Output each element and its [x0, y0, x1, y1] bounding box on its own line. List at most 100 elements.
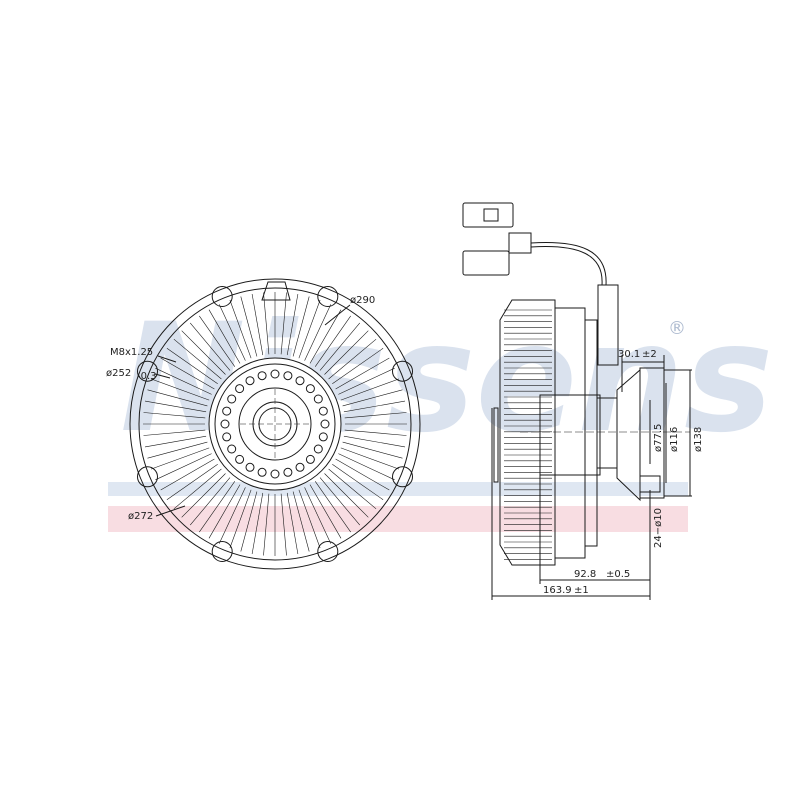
fin-line — [292, 491, 310, 552]
inner-rim — [138, 287, 412, 561]
bolt-hole — [245, 462, 255, 472]
fin-line — [340, 378, 400, 401]
body-middle — [539, 394, 601, 476]
connector-top-pins — [483, 208, 499, 222]
fin-line — [344, 429, 407, 436]
fin-line — [199, 315, 236, 367]
bolt-hole — [295, 376, 305, 386]
dim-hub-length: 92.8 — [574, 569, 596, 580]
fin-line — [335, 357, 390, 390]
fin-line — [292, 296, 310, 357]
fin-line — [309, 484, 342, 539]
fin-line — [328, 338, 377, 380]
shroud-lobe — [392, 360, 413, 382]
bolt-hole — [295, 462, 305, 472]
fin-line — [309, 309, 342, 364]
dim-inner-diameter: ø272 — [128, 511, 153, 522]
fin-line — [335, 458, 390, 491]
cable-inner — [530, 246, 603, 286]
bolt-hole — [220, 419, 230, 429]
fin-line — [342, 441, 403, 459]
shroud-lobe — [317, 541, 339, 562]
bolt-hole — [222, 432, 232, 442]
bolt-hole — [257, 467, 267, 477]
fin-line — [324, 473, 369, 518]
fin-line — [286, 492, 299, 555]
fin-line — [251, 492, 264, 555]
fin-line — [304, 487, 332, 544]
bolt-hole — [283, 467, 293, 477]
fin-line — [181, 473, 226, 518]
fin-line — [314, 315, 351, 367]
fin-line — [251, 293, 264, 356]
fin-line — [328, 468, 377, 510]
bolt-hole — [283, 371, 293, 381]
bolt-hole — [270, 369, 280, 379]
shroud-lobe — [137, 360, 158, 382]
fin-line — [263, 292, 270, 355]
dim-flange-diameter: ø138 — [693, 427, 704, 452]
fin-line — [150, 447, 210, 470]
dim-mount-holes: 24−ø10 — [653, 508, 664, 548]
fin-line — [218, 487, 246, 544]
front-plate — [493, 407, 499, 483]
leader-bolt-circle — [154, 373, 171, 379]
fin-line — [304, 304, 332, 361]
bolt-hole — [227, 444, 237, 454]
bolt-hole — [313, 394, 323, 404]
connector-top — [462, 202, 514, 228]
top-tab — [261, 281, 291, 301]
outer-rim — [129, 278, 421, 570]
fin-line — [263, 493, 270, 556]
watermark-registered-mark: ® — [668, 318, 686, 339]
shroud-lobe — [137, 466, 158, 488]
watermark-band-pink — [108, 506, 688, 532]
fin-block-left — [499, 299, 556, 566]
fin-line — [240, 296, 258, 357]
fin-line — [173, 338, 222, 380]
hub-ring — [214, 363, 336, 485]
fin-line — [324, 330, 369, 375]
shroud-lobe — [211, 286, 233, 307]
bolt-hole — [318, 432, 328, 442]
fin-line — [319, 322, 361, 371]
shroud-lobe — [317, 286, 339, 307]
fin-line — [173, 468, 222, 510]
fin-line — [340, 447, 400, 470]
fin-line — [338, 453, 395, 481]
hub-outer — [208, 357, 342, 491]
fin-line — [218, 304, 246, 361]
fin-line — [319, 477, 361, 526]
dim-flange-depth-tol: ±2 — [642, 349, 657, 360]
fin-line — [342, 389, 403, 407]
flange-plate — [639, 367, 665, 499]
leader-id — [155, 505, 186, 517]
connector-plug — [508, 232, 532, 254]
fin-line — [160, 357, 215, 390]
fin-line — [280, 493, 287, 556]
fin-line — [166, 463, 218, 500]
bolt-hole — [313, 444, 323, 454]
fin-line — [343, 435, 406, 448]
bolt-hole — [305, 454, 315, 464]
dim-total-length-tol: ±1 — [574, 585, 589, 596]
dim-flange-depth: 30.1 — [618, 349, 640, 360]
shroud-lobes — [137, 286, 413, 562]
fin-line — [229, 299, 252, 359]
front-view — [129, 278, 421, 570]
fin-line — [150, 378, 210, 401]
bolt-hole — [318, 406, 328, 416]
leader-od — [324, 304, 351, 326]
bolt-holes — [220, 369, 330, 479]
fin-line — [147, 441, 208, 459]
fin-line — [208, 309, 241, 364]
fin-line — [332, 463, 384, 500]
fin-line — [144, 400, 207, 413]
fin-line — [155, 453, 212, 481]
bolt-hole — [320, 419, 330, 429]
fin-line — [280, 292, 287, 355]
fin-line — [160, 458, 215, 491]
dim-hub-diameter: ø116 — [669, 427, 680, 452]
bolt-hole — [235, 384, 245, 394]
sensor-housing — [597, 284, 619, 366]
